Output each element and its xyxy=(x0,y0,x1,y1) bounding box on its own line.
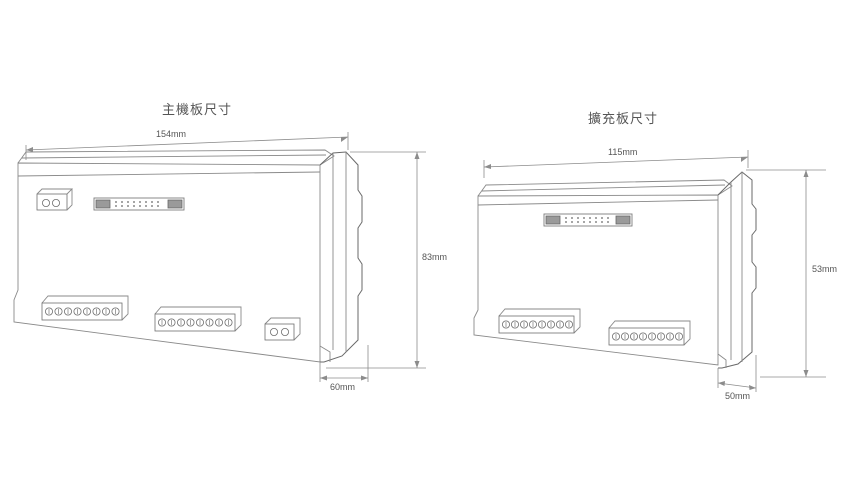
main-board-height-label: 83mm xyxy=(422,252,448,262)
main-board-width-label: 154mm xyxy=(156,129,187,139)
main-board-dimensions xyxy=(25,132,426,382)
main-board-title: 主機板尺寸 xyxy=(162,103,233,118)
expansion-board-dimensions xyxy=(483,150,826,392)
expansion-board-depth-label: 50mm xyxy=(725,391,751,401)
expansion-board-drawing xyxy=(473,171,757,369)
main-board-drawing xyxy=(13,149,363,363)
expansion-board-width-label: 115mm xyxy=(608,147,638,157)
expansion-board-title: 擴充板尺寸 xyxy=(588,112,659,127)
expansion-board-height-label: 53mm xyxy=(812,264,838,274)
main-board-depth-label: 60mm xyxy=(330,382,356,392)
